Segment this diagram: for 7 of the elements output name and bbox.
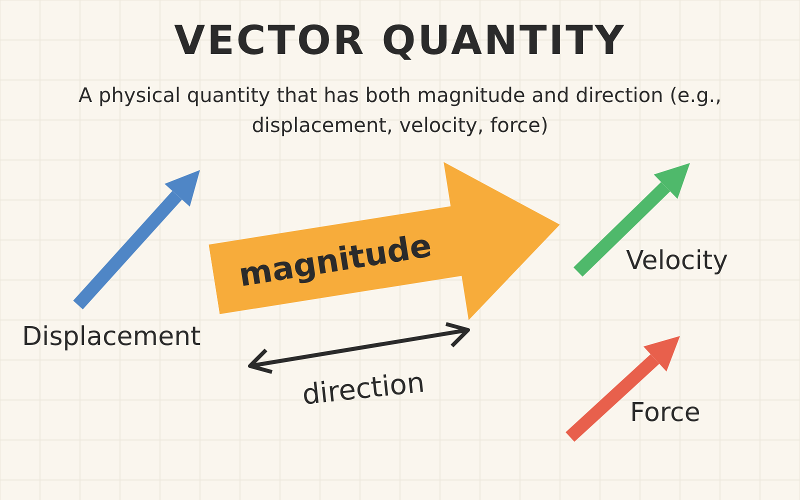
arrow-label: Displacement [22, 322, 201, 352]
arrow-label: magnitude [235, 225, 436, 296]
arrow-label: Force [630, 398, 700, 428]
arrow-label: Velocity [626, 246, 728, 276]
arrow-label: direction [300, 366, 426, 412]
title: VECTOR QUANTITY [173, 18, 627, 64]
subtitle: A physical quantity that has both magnitude and direction (e.g., displacement, velocity, force) [77, 82, 723, 139]
